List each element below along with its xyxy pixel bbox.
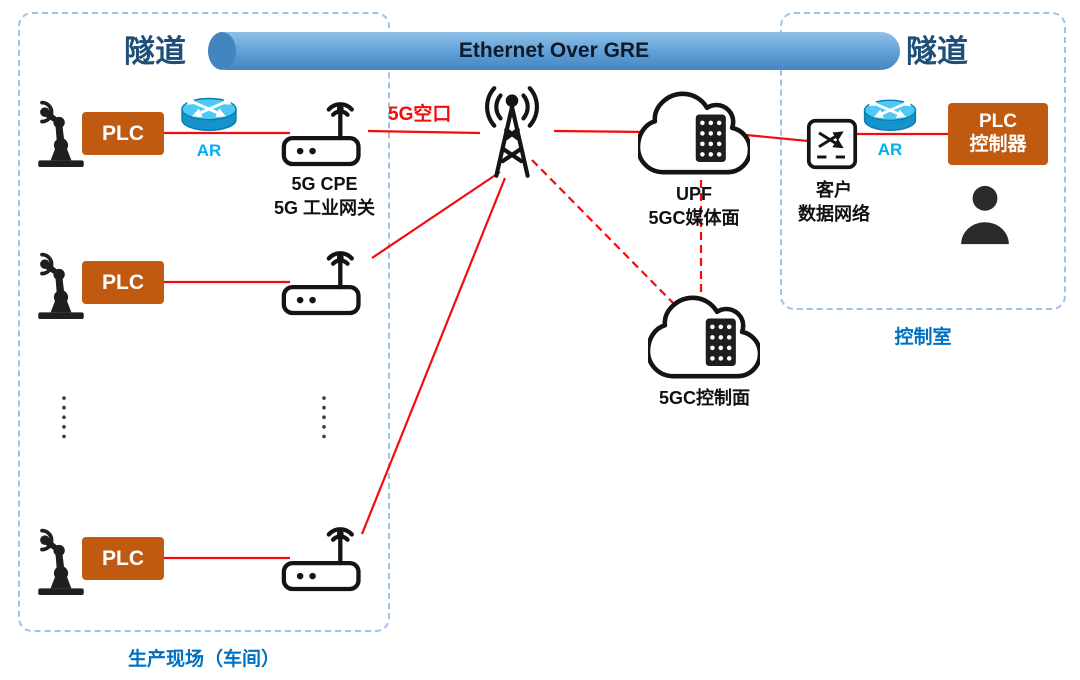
ar-label-right: AR (877, 140, 903, 159)
tunnel-caption-right: 隧道 (906, 34, 968, 69)
wire-upf-switch (745, 133, 809, 143)
customer-network-switch-icon (806, 118, 858, 170)
ar-router-icon-left (177, 86, 241, 138)
plc-box-2-label: PLC (102, 270, 144, 294)
plc-controller-line1: PLC (979, 111, 1017, 133)
cpe-icon-3 (281, 519, 369, 592)
wire-cpe1-bts (367, 129, 481, 135)
ar-router-icon-right (860, 88, 920, 138)
customer-network-caption-line1: 客户 (816, 180, 852, 200)
plc-controller-box: PLC 控制器 (948, 103, 1048, 165)
wire-bts-control-plane-dashed (531, 159, 679, 309)
upf-caption-line2: 5GC媒体面 (648, 208, 740, 229)
cpe-icon-2 (281, 243, 369, 316)
plc-box-1: PLC (82, 112, 164, 155)
plc-controller-line2: 控制器 (969, 134, 1027, 155)
cpe-caption-line1: 5G CPE (291, 174, 358, 194)
wire-cpe2-bts (371, 171, 501, 259)
upf-cloud-icon (638, 88, 750, 178)
tunnel-label: Ethernet Over GRE (458, 39, 650, 62)
upf-caption: UPF 5GC媒体面 (628, 182, 760, 231)
plc-box-3-label: PLC (102, 546, 144, 570)
wire-cpe3-bts (360, 177, 507, 535)
control-plane-cloud-icon (648, 292, 760, 382)
customer-network-caption: 客户 数据网络 (786, 178, 882, 227)
customer-network-caption-line2: 数据网络 (798, 204, 870, 225)
production-zone-label: 生产现场（车间） (127, 649, 280, 670)
plc-box-3: PLC (82, 537, 164, 580)
ethernet-gre-tunnel: Ethernet Over GRE (208, 32, 900, 70)
cpe-caption-line2: 5G 工业网关 (273, 198, 375, 219)
upf-caption-line1: UPF (676, 184, 712, 204)
base-station-icon (468, 84, 556, 182)
control-plane-caption-line: 5GC控制面 (658, 388, 750, 408)
tunnel-caption-left: 隧道 (124, 34, 186, 69)
control-plane-caption: 5GC控制面 (632, 386, 777, 410)
operator-person-icon (958, 184, 1012, 247)
plc-box-2: PLC (82, 261, 164, 304)
production-zone-box (18, 12, 390, 632)
plc-box-1-label: PLC (102, 121, 144, 145)
cpe-caption: 5G CPE 5G 工业网关 (242, 172, 407, 221)
cpe-icon-1 (281, 94, 369, 167)
control-zone-label: 控制室 (894, 327, 952, 348)
air-interface-label: 5G空口 (388, 104, 452, 125)
wire-bts-upf (553, 129, 645, 134)
control-zone-box (780, 12, 1066, 310)
ar-label-left: AR (196, 141, 222, 160)
